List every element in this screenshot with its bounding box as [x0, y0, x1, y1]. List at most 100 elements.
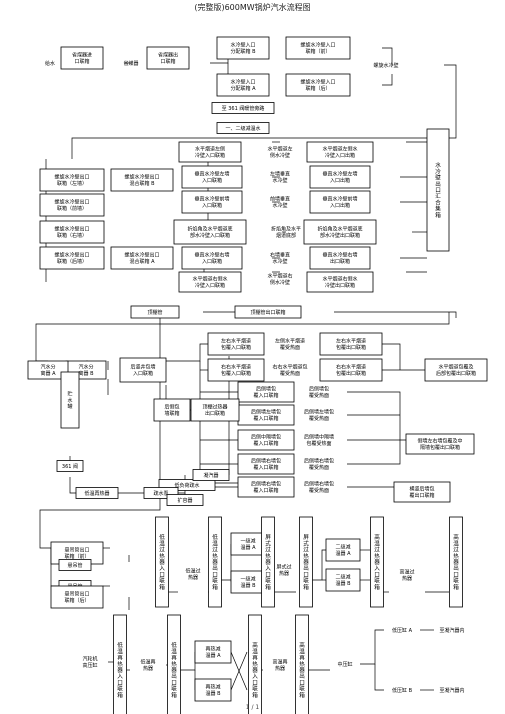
node-n97: 中压缸 — [337, 661, 352, 668]
node-n64: 361 阀 — [56, 460, 84, 472]
svg-text:螺旋水冷壁出口联箱（后墙）: 螺旋水冷壁出口联箱（后墙） — [54, 252, 89, 265]
node-n92: 再热减温器 A — [194, 640, 232, 664]
svg-text:后侧墙右墙包覆入口联箱: 后侧墙右墙包覆入口联箱 — [251, 481, 281, 494]
node-n91: 低温再热器出口联箱 — [167, 614, 181, 714]
svg-text:左右水平烟道包覆出口联箱: 左右水平烟道包覆出口联箱 — [336, 338, 366, 351]
node-n57: 后侧墙右墙包覆入口联箱 — [237, 453, 295, 475]
node-n10: 至 361 阀暖管旁路 — [211, 102, 275, 114]
node-n34: 水平烟道右侧水冷壁 — [267, 273, 292, 286]
node-n17: 垂直水冷壁左墙入口联箱 — [181, 165, 243, 189]
svg-text:右墙垂直水冷壁: 右墙垂直水冷壁 — [270, 252, 290, 265]
node-n49: 水平烟道包覆及后部包覆出口联箱 — [424, 358, 488, 382]
node-n7: 螺旋水冷壁入口联箱（后） — [285, 73, 351, 97]
node-n31: 右墙垂直水冷壁 — [270, 252, 290, 265]
node-n38: 顶棚管出口联箱 — [234, 305, 302, 319]
svg-text:螺旋水冷壁出口联箱（前墙）: 螺旋水冷壁出口联箱（前墙） — [54, 199, 89, 212]
node-n16: 螺旋水冷壁出口混合联箱 B — [110, 168, 174, 192]
svg-text:螺旋水冷壁入口联箱（后）: 螺旋水冷壁入口联箱（后） — [300, 79, 335, 92]
svg-text:右右水平烟道包覆受热面: 右右水平烟道包覆受热面 — [272, 364, 307, 377]
svg-text:后侧墙左墙包覆入口联箱: 后侧墙左墙包覆入口联箱 — [251, 409, 281, 422]
svg-text:垂直水冷壁右墙入口联箱: 垂直水冷壁右墙入口联箱 — [194, 252, 229, 265]
node-n14: 水平烟道左侧水冷壁入口出箱 — [306, 141, 374, 163]
svg-text:左墙垂直水冷壁: 左墙垂直水冷壁 — [270, 171, 290, 184]
node-n2: 省煤器进口联箱 — [60, 46, 104, 70]
svg-text:左右水平烟道包覆入口联箱: 左右水平烟道包覆入口联箱 — [221, 338, 251, 351]
node-n27: 折焰角及水平烟道底部水冷壁出口联箱 — [303, 219, 377, 245]
node-n83: 二级减温器 A — [325, 538, 361, 562]
svg-text:低温再热器: 低温再热器 — [84, 490, 109, 497]
node-n77: 低温过热器出口联箱 — [208, 516, 222, 608]
svg-text:后侧包墙联箱: 后侧包墙联箱 — [164, 404, 179, 417]
page-header: (完整版)600MW锅炉汽水流程图 — [194, 3, 311, 12]
svg-text:水平烟道左侧水冷壁: 水平烟道左侧水冷壁 — [267, 146, 292, 159]
node-n12: 水平烟道左侧冷壁入口联箱 — [178, 141, 242, 163]
node-n46: 右右水平烟道包覆入口联箱 — [207, 358, 265, 382]
node-n24: 螺旋水冷壁出口联箱（右墙） — [39, 220, 105, 244]
svg-text:低温过热器入口联箱: 低温过热器入口联箱 — [159, 533, 165, 591]
svg-text:高温再热器: 高温再热器 — [272, 659, 287, 672]
svg-text:后侧墙包覆受热面: 后侧墙包覆受热面 — [309, 386, 329, 399]
svg-text:螺旋水冷壁出口联箱（左墙）: 螺旋水冷壁出口联箱（左墙） — [54, 174, 89, 187]
node-n101: 至凝汽器内 — [439, 687, 464, 694]
page-footer: 1 / 1 — [245, 704, 260, 711]
svg-text:折焰角及水平烟道底部: 折焰角及水平烟道底部 — [271, 226, 301, 239]
node-n58: 后侧墙右墙包覆受热面 — [304, 458, 334, 471]
node-n33: 水平烟道右侧水冷壁入口联箱 — [178, 271, 242, 293]
svg-text:一级减温器 B: 一级减温器 B — [240, 576, 256, 589]
node-n80: 屏式过热器入口联箱 — [261, 516, 275, 608]
svg-text:水冷壁入口分配联箱 B: 水冷壁入口分配联箱 B — [230, 42, 256, 55]
svg-text:螺旋水冷壁出口混合联箱 A: 螺旋水冷壁出口混合联箱 A — [124, 252, 159, 265]
node-n52: 后侧墙左墙包覆入口联箱 — [237, 404, 295, 426]
node-n75: 低温过热器入口联箱 — [155, 516, 169, 608]
node-n47: 右右水平烟道包覆受热面 — [272, 364, 307, 377]
node-n96: 高温再热器出口联箱 — [295, 614, 309, 714]
svg-text:水平烟道右侧水冷壁出口联箱: 水平烟道右侧水冷壁出口联箱 — [322, 276, 357, 289]
svg-text:至 361 阀暖管旁路: 至 361 阀暖管旁路 — [222, 105, 265, 112]
svg-text:垂直水冷壁前墙入口出箱: 垂直水冷壁前墙入口出箱 — [322, 196, 357, 209]
node-n30: 垂直水冷壁右墙入口联箱 — [181, 246, 243, 270]
node-n90: 低温再热器 — [140, 659, 155, 672]
svg-text:水平烟道左侧水冷壁入口出箱: 水平烟道左侧水冷壁入口出箱 — [322, 146, 357, 159]
node-n89: 低温再热器入口联箱 — [113, 614, 127, 714]
node-n5: 水冷壁入口分配联箱 B — [216, 36, 270, 60]
node-n8: 水冷壁入口分配联箱 A — [216, 73, 270, 97]
node-n15: 螺旋水冷壁出口联箱（左墙） — [39, 168, 105, 192]
svg-text:后侧墙中隔墙包覆受热面: 后侧墙中隔墙包覆受热面 — [304, 434, 334, 447]
svg-text:低负荷疏水: 低负荷疏水 — [174, 482, 199, 489]
node-n85: 高温过热器入口联箱 — [370, 516, 384, 608]
node-n100: 至凝汽器内 — [439, 627, 464, 634]
svg-text:再热减温器 B: 再热减温器 B — [205, 684, 221, 697]
svg-text:垂直水冷壁左墙入口联箱: 垂直水冷壁左墙入口联箱 — [194, 171, 229, 184]
node-n99: 低压缸 B — [392, 687, 413, 694]
svg-text:横竖后墙包覆出口联箱: 横竖后墙包覆出口联箱 — [409, 486, 434, 499]
node-n53: 后侧墙左墙包覆受热面 — [304, 409, 334, 422]
svg-text:折焰角及水平烟道底部水冷壁出口联箱: 折焰角及水平烟道底部水冷壁出口联箱 — [317, 226, 362, 239]
node-n28: 螺旋水冷壁出口联箱（后墙） — [39, 246, 105, 270]
node-n35: 水平烟道右侧水冷壁出口联箱 — [306, 271, 374, 293]
svg-text:屏式过热器: 屏式过热器 — [276, 564, 291, 577]
svg-text:屏式过热器出口联箱: 屏式过热器出口联箱 — [303, 534, 309, 591]
node-n22: 前墙垂直水冷壁 — [270, 196, 290, 209]
svg-text:屏式过热器入口联箱: 屏式过热器入口联箱 — [265, 534, 271, 591]
svg-text:螺旋水冷壁出口联箱（右墙）: 螺旋水冷壁出口联箱（右墙） — [54, 226, 89, 239]
svg-text:后侧墙左墙包覆受热面: 后侧墙左墙包覆受热面 — [304, 409, 334, 422]
node-n94: 高温再热器入口联箱 — [248, 614, 262, 714]
svg-text:低温再热器出口联箱: 低温再热器出口联箱 — [171, 641, 177, 699]
svg-text:二级减温器 A: 二级减温器 A — [335, 544, 351, 557]
node-n44: 左侧水平烟道覆受热面 — [275, 338, 305, 351]
svg-text:高温过热器出口联箱: 高温过热器出口联箱 — [453, 533, 459, 591]
svg-text:低温过热器出口联箱: 低温过热器出口联箱 — [212, 533, 218, 591]
svg-text:右右水平烟道包覆出口联箱: 右右水平烟道包覆出口联箱 — [336, 364, 366, 377]
svg-text:汽水分离器 B: 汽水分离器 B — [78, 364, 94, 377]
node-n11: 一、二级减温水 — [216, 122, 270, 134]
svg-text:垂直水冷壁左墙入口出箱: 垂直水冷壁左墙入口出箱 — [322, 171, 357, 184]
svg-text:汽轮机高压缸: 汽轮机高压缸 — [82, 656, 97, 669]
node-n78: 一级减温器 A — [230, 532, 266, 556]
svg-text:后侧墙包覆入口联箱: 后侧墙包覆入口联箱 — [253, 386, 278, 399]
node-n86: 高温过热器 — [399, 569, 414, 582]
svg-text:悬吊管出口联箱（前）: 悬吊管出口联箱（前） — [64, 547, 89, 560]
node-n79: 一级减温器 B — [230, 570, 266, 594]
svg-text:中压缸: 中压缸 — [337, 661, 352, 668]
svg-text:垂直水冷壁前墙入口联箱: 垂直水冷壁前墙入口联箱 — [194, 196, 229, 209]
node-n76: 低温过热器 — [185, 568, 200, 581]
